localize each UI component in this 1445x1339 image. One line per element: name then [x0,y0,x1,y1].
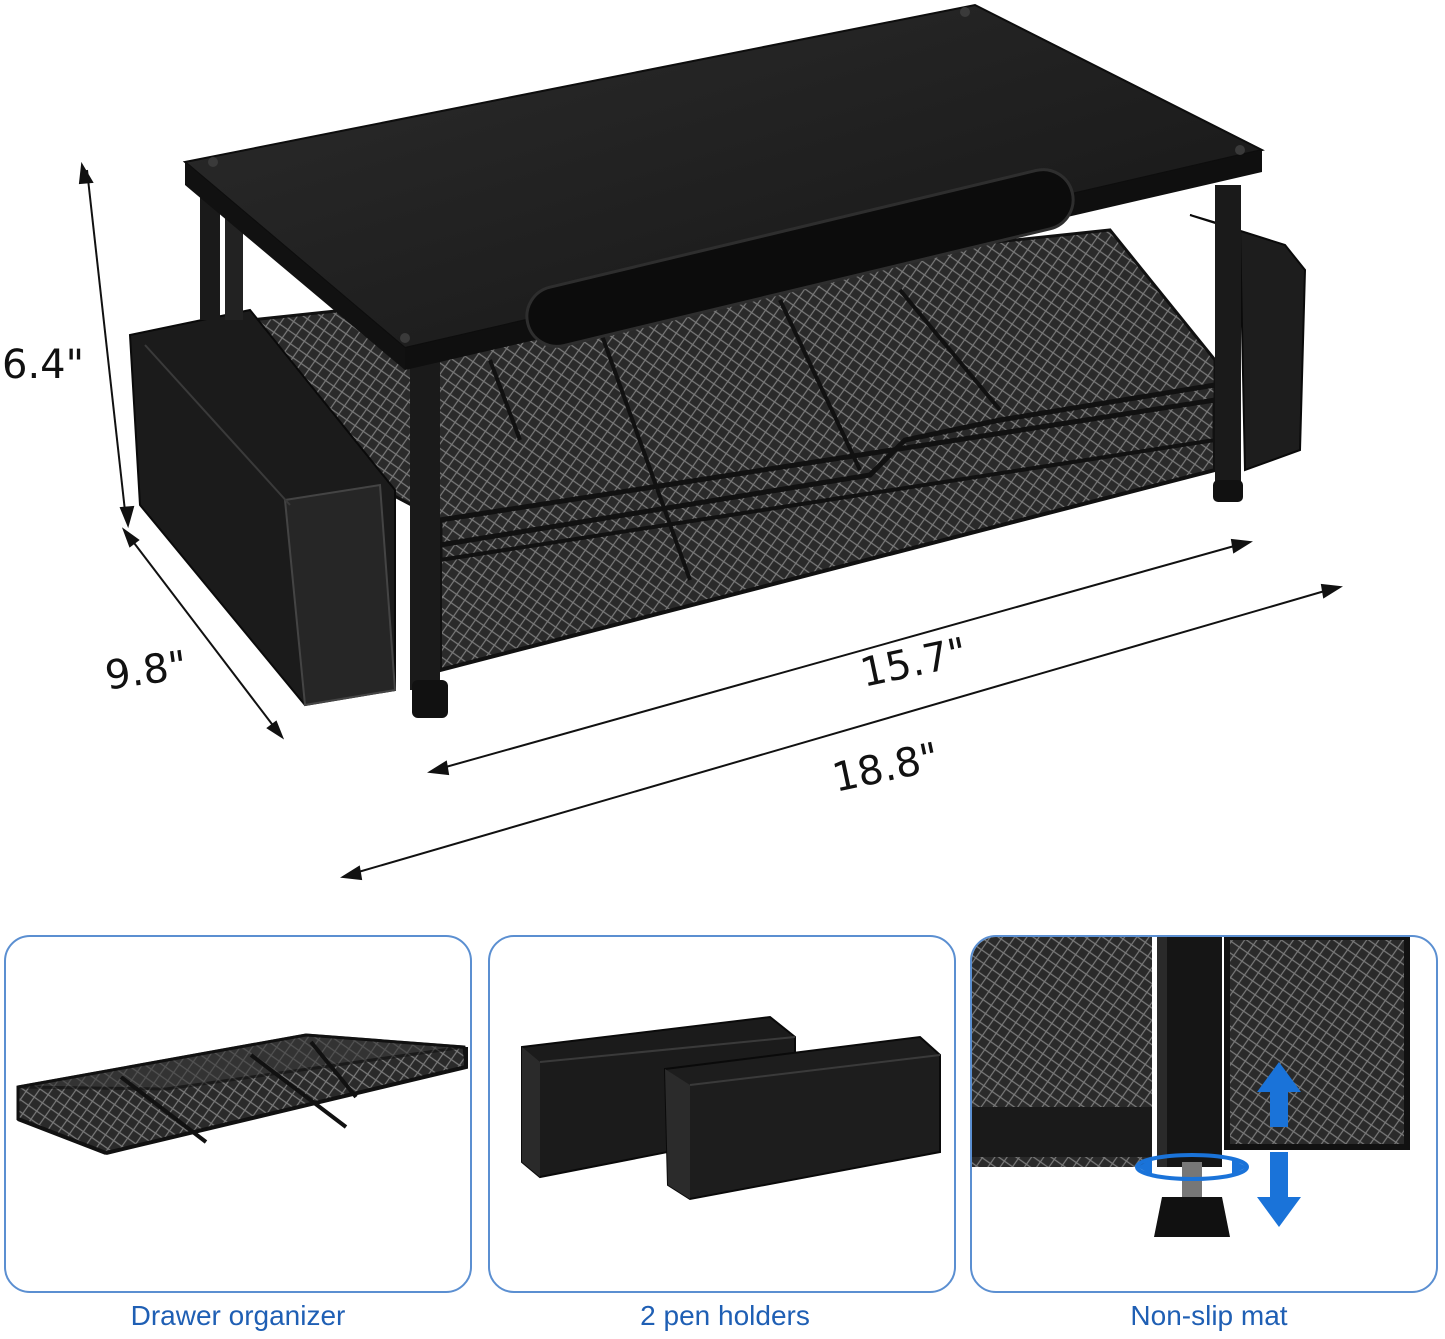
pen-holders-image [521,1015,941,1201]
non-slip-mat-caption: Non-slip mat [1130,1300,1288,1331]
drawer-organizer-panel [4,935,472,1293]
non-slip-mat-image [972,937,1410,1237]
left-pen-holder [128,308,397,707]
monitor-riser-top [182,3,1265,370]
height-dimension-label: 6.4" [2,342,85,388]
non-slip-mat-panel [970,935,1438,1293]
pen-holders-panel [488,935,956,1293]
depth-arrow [121,527,285,740]
drawer-organizer-caption: Drawer organizer [130,1300,346,1331]
height-arrow [78,161,135,529]
drawer-organizer-image [16,1033,468,1155]
pen-holders-caption: 2 pen holders [640,1300,810,1331]
inner-width-arrow [427,538,1253,776]
product-illustration [78,3,1343,881]
stand-legs [200,185,1243,718]
total-width-arrow [340,583,1343,881]
